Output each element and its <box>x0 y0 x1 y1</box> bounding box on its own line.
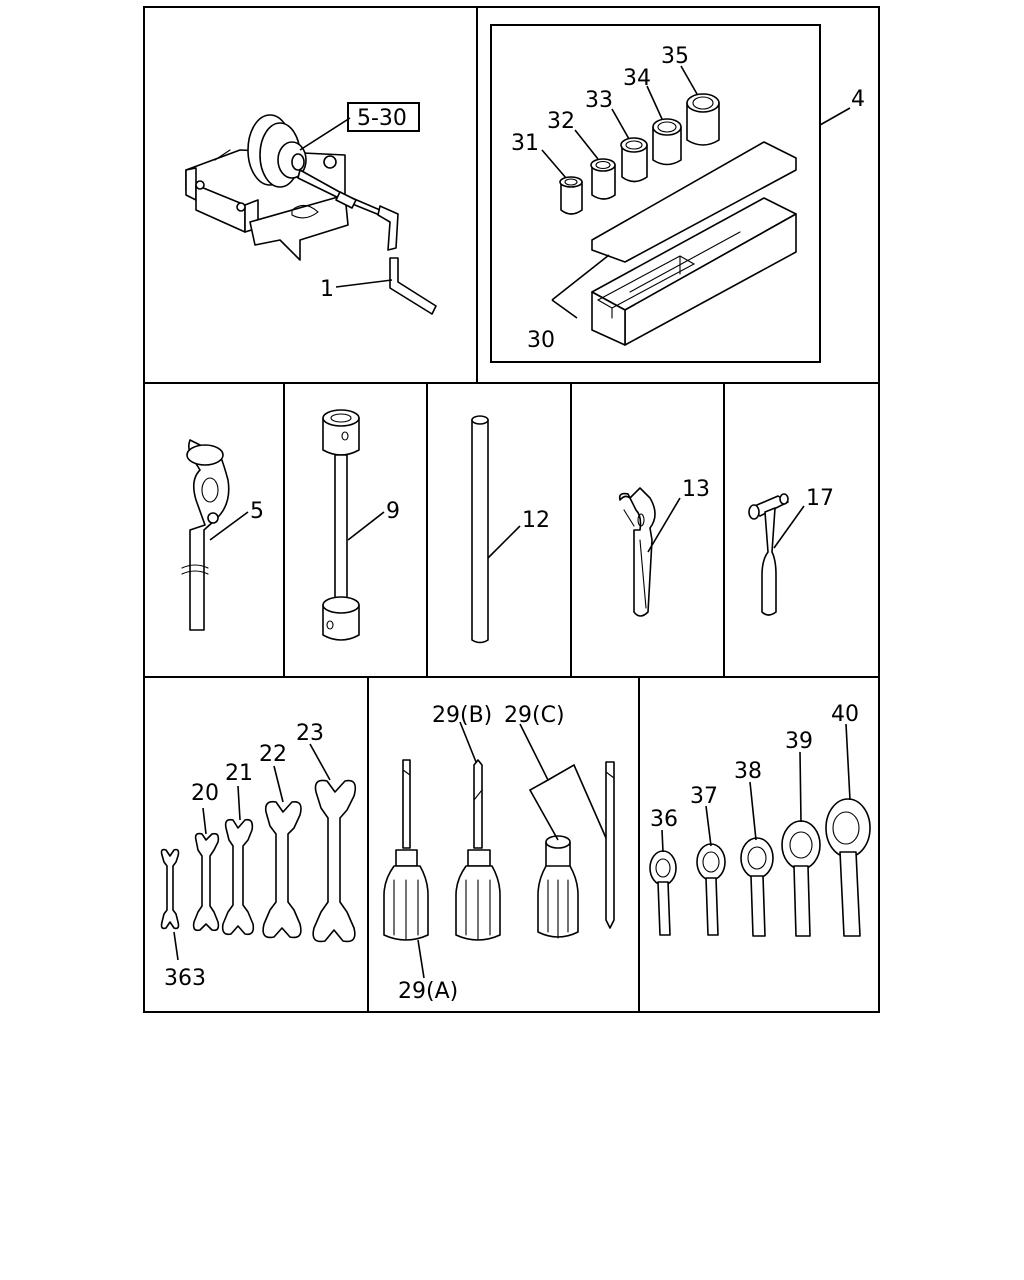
screwdriver-29a <box>383 759 429 979</box>
callout-31: 31 <box>511 131 539 156</box>
callout-39: 39 <box>785 729 813 754</box>
socket-box <box>551 107 851 346</box>
socket-31 <box>541 149 583 215</box>
callout-9: 9 <box>386 499 400 524</box>
tool-12-bar <box>471 415 521 644</box>
callout-22: 22 <box>259 742 287 767</box>
callout-35: 35 <box>661 44 689 69</box>
wrench-21 <box>221 785 255 936</box>
ring-wrench-39 <box>781 751 821 937</box>
callout-1: 1 <box>320 277 334 302</box>
callout-17: 17 <box>806 486 834 511</box>
tool-17-hammer <box>748 493 805 616</box>
ring-wrench-37 <box>696 805 726 936</box>
callout-36: 36 <box>650 807 678 832</box>
socket-35 <box>680 65 720 146</box>
callout-33: 33 <box>585 88 613 113</box>
socket-33 <box>611 108 648 183</box>
callout-37: 37 <box>690 784 718 809</box>
winch-assembly <box>185 114 399 261</box>
callout-38: 38 <box>734 759 762 784</box>
callout-29a: 29(A) <box>398 979 458 1004</box>
tool-13-adjustable-wrench <box>618 487 681 617</box>
ring-wrench-36 <box>649 829 677 936</box>
callout-4: 4 <box>851 87 865 112</box>
tool-9-box-spanner <box>322 409 385 641</box>
ring-wrench-40 <box>825 723 871 937</box>
callout-34: 34 <box>623 66 651 91</box>
screwdriver-29b <box>455 721 501 941</box>
wrench-363 <box>160 848 180 961</box>
ref-label-5-30: 5-30 <box>357 106 407 131</box>
ring-wrench-38 <box>740 781 774 937</box>
callout-23: 23 <box>296 721 324 746</box>
callout-29c: 29(C) <box>504 703 565 728</box>
callout-12: 12 <box>522 508 550 533</box>
callout-20: 20 <box>191 781 219 806</box>
winch-handle <box>335 257 437 315</box>
panel-frames <box>143 6 880 1013</box>
callout-5: 5 <box>250 499 264 524</box>
callout-30: 30 <box>527 328 555 353</box>
callout-29b: 29(B) <box>432 703 492 728</box>
callout-13: 13 <box>682 477 710 502</box>
screwdriver-29c <box>519 723 615 939</box>
wrench-20 <box>192 807 220 932</box>
socket-32 <box>574 129 616 200</box>
wrench-23 <box>309 743 357 943</box>
callout-40: 40 <box>831 702 859 727</box>
callout-21: 21 <box>225 761 253 786</box>
ref-box-5-30: 5-30 <box>347 102 420 132</box>
wrench-22 <box>262 765 302 939</box>
callout-363: 363 <box>164 966 206 991</box>
callout-32: 32 <box>547 109 575 134</box>
tool-5-wrench <box>181 439 249 631</box>
socket-34 <box>646 85 682 166</box>
